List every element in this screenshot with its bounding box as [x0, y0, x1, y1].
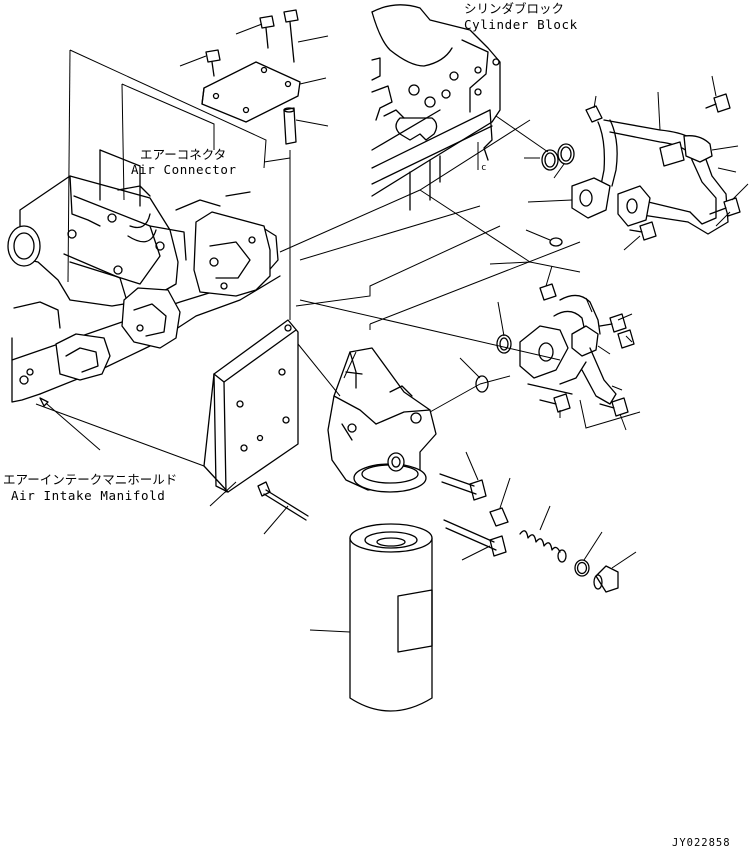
plug-oring [574, 559, 590, 577]
air-connector-label-jp: エアーコネクタ [140, 147, 226, 162]
assembly-lines [35, 49, 641, 467]
pipe-bolt-mid-lower [539, 393, 571, 413]
air-intake-manifold-label-en: Air Intake Manifold [11, 488, 165, 503]
valve-spring [519, 530, 567, 563]
short-bolt-top-left [205, 49, 221, 77]
long-bolt-top [283, 9, 299, 63]
pipe-flange-left [571, 177, 611, 219]
drain-plug [593, 565, 619, 593]
pipe-bolt-top-right [705, 93, 731, 113]
oil-pipe-lower [519, 294, 617, 405]
bracket-bolt [257, 481, 309, 521]
sleeve-connector [539, 283, 557, 301]
block-port-letter: c [481, 163, 486, 173]
pipe-flange-right [617, 185, 651, 227]
oring-block-pair [541, 143, 575, 171]
cover-plate [201, 61, 301, 123]
pipe-bolt-bottom [629, 221, 657, 241]
oil-filter-cartridge [349, 523, 433, 712]
air-connector-label-en: Air Connector [131, 162, 237, 177]
air-connector [7, 149, 187, 307]
air-intake-manifold [11, 191, 281, 403]
oring-mid [496, 334, 512, 354]
callout-leaders [39, 23, 749, 633]
drawing-number: JY022858 [672, 837, 731, 849]
air-intake-manifold-label-jp: エアーインテークマニホールド [3, 472, 177, 487]
filter-mounting-bracket [203, 319, 299, 493]
long-bolt-upper [439, 473, 487, 501]
pipe-bolt-right [709, 197, 741, 217]
pipe-bolt-mid-right [617, 329, 635, 349]
cylinder-block-label-jp: シリンダブロック [464, 1, 564, 16]
pipe-bolt-mid-upper [599, 313, 627, 333]
bolt-top-middle [259, 15, 275, 49]
filter-head [327, 347, 437, 493]
oil-pipe-upper [585, 105, 729, 235]
oring-small [475, 375, 489, 393]
long-bolt-lower [443, 519, 507, 557]
cylinder-block-label-en: Cylinder Block [464, 17, 578, 32]
spacer-tube [283, 107, 297, 145]
pipe-bolt-mid-far [599, 397, 629, 417]
cylinder-block: c [371, 4, 501, 211]
seal-disc [549, 237, 563, 247]
bypass-valve [489, 507, 509, 527]
